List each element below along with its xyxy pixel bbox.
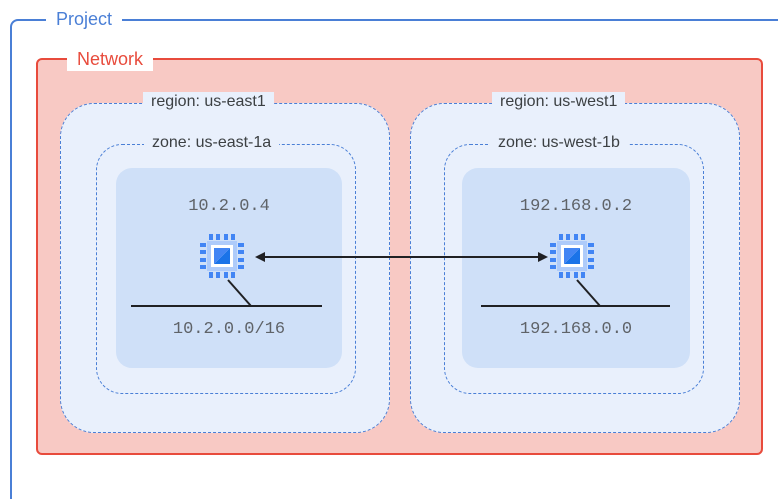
instance-east-ip: 10.2.0.4	[188, 197, 270, 216]
subnet-east-cidr: 10.2.0.0/16	[172, 320, 286, 339]
compute-chip-icon	[550, 234, 594, 278]
region-west-label: region: us-west1	[492, 92, 626, 112]
zone-east-label: zone: us-east-1a	[144, 133, 280, 153]
instance-west-ip: 192.168.0.2	[519, 197, 633, 216]
project-label: Project	[46, 7, 123, 31]
compute-chip-icon	[200, 234, 244, 278]
project-container	[10, 19, 778, 499]
region-east-label: region: us-east1	[143, 92, 274, 112]
network-label: Network	[67, 47, 154, 71]
subnet-west-cidr: 192.168.0.0	[519, 320, 633, 339]
zone-west-label: zone: us-west-1b	[490, 133, 628, 153]
